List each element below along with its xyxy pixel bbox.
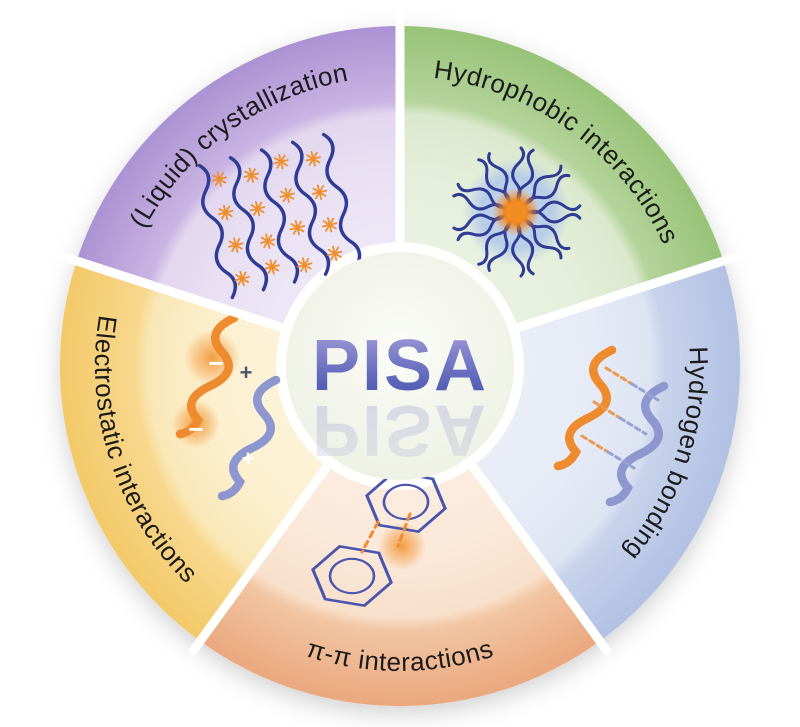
micelle-core: [509, 205, 523, 219]
minus-charge-2: −: [188, 414, 203, 444]
minus-charge-1: −: [208, 348, 223, 378]
pisa-title-reflection: PISA: [312, 390, 488, 470]
charged-chains-illustration: − + − +: [172, 318, 276, 496]
segment-separators: [60, 9, 740, 656]
center-hub: PISA PISA: [286, 252, 514, 480]
pi-pi-bonds: [360, 512, 412, 554]
pi-glow: [378, 522, 426, 570]
hydrogen-bonds: [580, 366, 660, 470]
benzene-stacking-illustration: [304, 467, 454, 611]
micelle-illustration: [450, 146, 582, 278]
center-circle: [286, 252, 514, 480]
plus-charge-1: +: [240, 360, 253, 385]
hydrogen-bond-chains-illustration: [558, 350, 664, 502]
plus-charge-2: +: [242, 446, 255, 471]
segment-electrostatic-interactions-wedge: [59, 260, 328, 642]
segment-pi-pi-interactions-wedge: [200, 466, 600, 707]
pisa-title: PISA: [312, 326, 488, 406]
